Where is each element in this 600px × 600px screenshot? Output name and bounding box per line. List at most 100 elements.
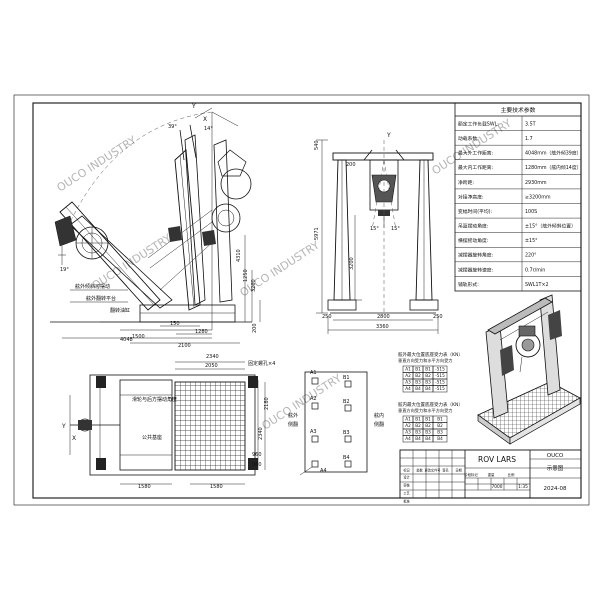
- axis-y-side: Y: [191, 103, 196, 110]
- spec-value: 4048mm（舷外倾39度）: [525, 150, 581, 157]
- label-tilt-right: 侧翻: [374, 421, 384, 428]
- plan-dim-2340-side: 2340: [258, 427, 264, 440]
- load-cell: B4: [415, 386, 421, 391]
- spec-label: 最大内工作距离:: [458, 164, 494, 171]
- load-table-outboard-title: 舷外最大位置底座受力表（KN）: [398, 351, 463, 358]
- load-cell: B2: [425, 373, 431, 378]
- side-base: [139, 304, 236, 323]
- front-dim-3200: 3200: [349, 257, 355, 270]
- spec-value: 3.5T: [525, 121, 536, 127]
- plan-dim-960-a: 960: [252, 452, 262, 458]
- load-cell: B2: [415, 423, 421, 428]
- dim-1280: 1280: [195, 329, 208, 335]
- spec-value: 100S: [525, 209, 537, 215]
- dim-14deg: 14°: [204, 126, 213, 132]
- dim-1500: 1500: [132, 334, 145, 340]
- spec-value: 1280mm（舷内倾14度）: [525, 164, 581, 171]
- revision-role: 审核: [403, 483, 410, 488]
- plan-axis-y: Y: [61, 423, 66, 430]
- callout-outboard-platform: 舷外翻转平台: [86, 295, 116, 302]
- spec-table: 主要技术参数 额定工作负载SWL:3.5T动载系数:1.7最大外工作距离:404…: [454, 102, 581, 292]
- front-dim-540: 540: [314, 140, 320, 150]
- load-cell: A3: [405, 380, 411, 385]
- isometric-view: [477, 294, 581, 445]
- load-cell: A1: [405, 367, 411, 372]
- spec-value: 0.7r/min: [525, 267, 545, 273]
- spec-label: 动载系数:: [458, 135, 479, 142]
- spec-label: 额定工作负载SWL:: [458, 120, 499, 127]
- pt-A4: A4: [320, 468, 327, 474]
- load-cell: B3: [425, 380, 431, 385]
- load-cell: -515: [435, 373, 445, 378]
- scale-ratio: 1:35: [518, 484, 528, 490]
- label-outboard: 舷外: [288, 412, 298, 419]
- pt-A3: A3: [310, 429, 317, 435]
- callout-outboard-tilt: 舷外倾斜可摆动: [75, 283, 110, 290]
- title-block: 标记处数更改文件号签名日期设计审核工艺批准阶段标记重量比例 ROV LARS O…: [399, 449, 582, 504]
- plan-dim-1580-left: 1580: [138, 484, 151, 490]
- pt-A1: A1: [310, 370, 317, 376]
- load-cell: B1: [415, 417, 421, 422]
- front-dim-15deg-right: 15°: [391, 226, 400, 232]
- spec-label: 对接净高度:: [458, 193, 484, 200]
- swing-arc: [61, 111, 213, 241]
- reaction-view: A1 A2 A3 A4 B1 B2 B3 B4 舷外 舷内 侧翻 侧翻: [288, 370, 384, 476]
- spec-value: ±15°（舷外倾斜位置）: [525, 223, 576, 230]
- front-dim-2800: 2800: [377, 314, 390, 320]
- spec-label: 吊篮摆动角度:: [458, 223, 489, 230]
- spec-label: 减摆器旋转角度:: [458, 252, 494, 259]
- dim-200: 200: [252, 323, 258, 333]
- dim-150: 150: [170, 321, 180, 327]
- plan-dim-2050: 2050: [205, 363, 218, 369]
- load-cell: A1: [405, 417, 411, 422]
- plan-deck-grid: [174, 381, 246, 471]
- front-dim-200: 200: [346, 162, 356, 168]
- front-view: 5971 540 200 3200 15° 15° 250 2800 250 3…: [314, 132, 443, 334]
- spec-value: SWL1T×2: [525, 282, 549, 288]
- callout-sheave-swing: 滑轮与后方摆动角度: [132, 396, 177, 403]
- title-block-revision-grid: 标记处数更改文件号签名日期设计审核工艺批准阶段标记重量比例: [400, 450, 515, 504]
- spec-table-rows: 额定工作负载SWL:3.5T动载系数:1.7最大外工作距离:4048mm（舷外倾…: [455, 120, 581, 288]
- watermark-1: OUCO INDUSTRY: [55, 133, 139, 194]
- company-name: OUCO: [547, 453, 564, 459]
- front-dim-5971: 5971: [314, 227, 320, 240]
- pt-B3: B3: [343, 430, 350, 436]
- spec-label: 变幅时间(平均):: [458, 208, 493, 215]
- plan-dim-2180: 2180: [264, 397, 270, 410]
- revision-role: 设计: [403, 475, 410, 480]
- revision-header: 处数: [416, 468, 423, 473]
- revision-header: 签名: [442, 468, 448, 473]
- dim-19deg: 19°: [60, 267, 69, 273]
- front-dim-15deg-left: 15°: [370, 226, 379, 232]
- front-dim-250-left: 250: [322, 314, 332, 320]
- stage-cell: 重量: [488, 472, 495, 477]
- dim-2100: 2100: [178, 343, 191, 349]
- stage-cell: 阶段标记: [464, 472, 478, 477]
- load-cell: B4: [415, 436, 421, 441]
- callout-common-base: 公共基座: [142, 434, 162, 441]
- inner-border: [32, 102, 582, 499]
- callout-mounting-bolts: 固定螺孔×4: [248, 360, 275, 367]
- pt-B1: B1: [343, 375, 350, 381]
- load-cell: -515: [435, 367, 445, 372]
- load-cell: B3: [415, 430, 421, 435]
- load-cell: B4: [437, 436, 443, 441]
- dim-4310: 4310: [236, 249, 242, 262]
- spec-value: ±15°: [525, 238, 538, 244]
- load-table-outboard-subtitle: 垂直方向受力和水平方向受力: [398, 357, 452, 364]
- pt-B4: B4: [343, 455, 350, 461]
- load-table-inboard-subtitle: 垂直方向受力和水平方向受力: [398, 407, 452, 414]
- callout-tilt-cylinder: 翻转油缸: [110, 307, 130, 314]
- pt-B2: B2: [343, 399, 350, 405]
- front-dim-250-right: 250: [433, 314, 443, 320]
- load-cell: B3: [425, 430, 431, 435]
- plan-view: 2340 2050 1580 2180 1580 2340 960 960 固定…: [61, 354, 275, 490]
- revision-header: 更改文件号: [425, 468, 441, 473]
- label-inboard: 舷内: [374, 412, 384, 419]
- load-cell: B2: [415, 373, 421, 378]
